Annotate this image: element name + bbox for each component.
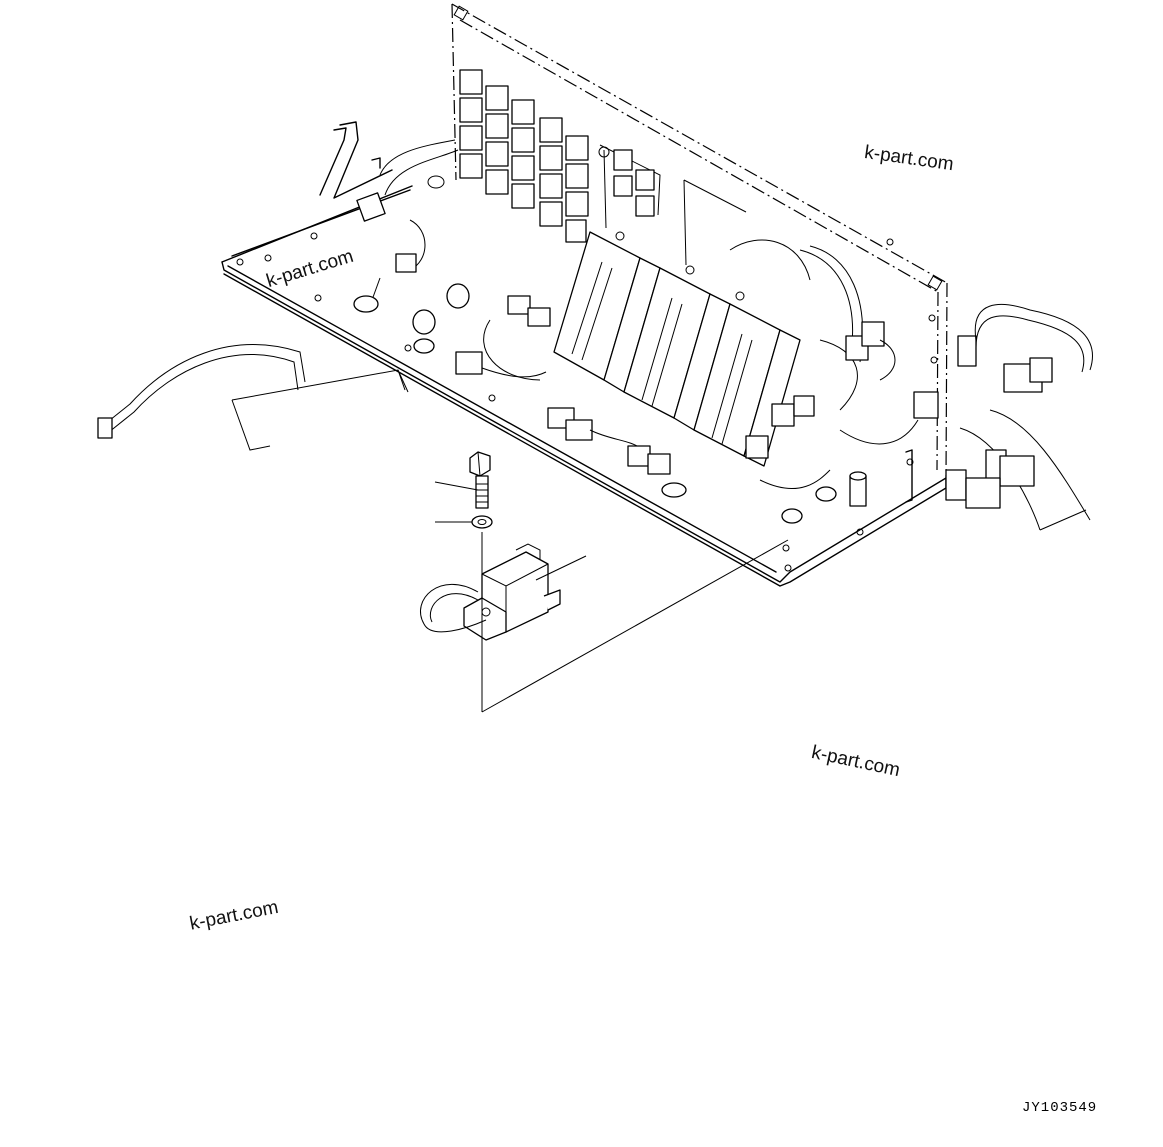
leader-lines	[435, 482, 788, 712]
relay-bank	[460, 70, 654, 242]
controller-modules	[554, 232, 863, 466]
bolt-part	[470, 452, 490, 508]
drawing-code: JY103549	[1022, 1100, 1098, 1116]
unit-part	[420, 544, 560, 640]
wire-harnesses	[98, 140, 1093, 530]
washer-part	[472, 516, 492, 528]
back-panel	[452, 4, 947, 478]
